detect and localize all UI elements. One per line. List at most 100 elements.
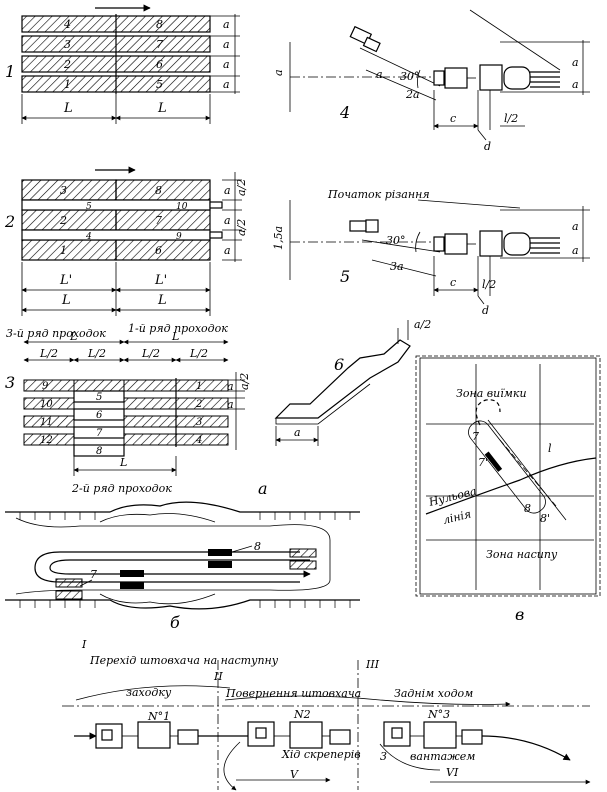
- dim-Lprime: L': [154, 273, 167, 288]
- unit-3: N°3: [427, 708, 450, 721]
- dim-c: c: [450, 112, 456, 125]
- stage-6: VІ: [446, 766, 459, 779]
- scheme-1: 1 4 3 2 1 8 7 6 5 a a a a L L: [5, 4, 240, 124]
- dim-L2: L/2: [141, 347, 160, 360]
- dim-a: a: [572, 56, 579, 69]
- move-label: Перехід штовхача на наступну: [89, 654, 279, 667]
- dim-l2: l/2: [482, 278, 496, 291]
- strip-label: 3: [64, 38, 71, 51]
- strip-label: 6: [96, 410, 103, 421]
- scraper-mark: [120, 570, 144, 577]
- scheme-number: 3: [5, 373, 15, 392]
- strip-label: 8: [156, 18, 163, 31]
- stage-1: І: [81, 638, 87, 651]
- dim-a: a: [224, 244, 231, 257]
- strip-label: 5: [156, 78, 163, 91]
- strip-label: 11: [40, 417, 53, 428]
- dim-L: L: [63, 101, 73, 116]
- dim-L2: L/2: [189, 347, 208, 360]
- dim-L: L: [157, 101, 167, 116]
- start-cut-label: Початок різання: [327, 188, 430, 201]
- scheme-number: 5: [340, 267, 350, 286]
- label-7: 7: [90, 568, 97, 581]
- dim-3a: 3a: [390, 260, 404, 273]
- dim-L: L: [157, 293, 167, 308]
- middle-column: [73, 379, 125, 457]
- gap-label: 10: [176, 202, 188, 212]
- reverse-label: Заднім ходом: [394, 687, 473, 700]
- scraper: [479, 230, 560, 257]
- dim-a: a: [572, 220, 579, 233]
- dim-d: d: [482, 304, 489, 317]
- dim-l: l: [548, 442, 552, 455]
- gap-label: 5: [86, 202, 92, 212]
- row-1-label: 1-й ряд проходок: [128, 322, 228, 335]
- stage-2: ІІ: [213, 670, 223, 683]
- dim-1-5a: 1,5a: [272, 226, 285, 250]
- strip-label: 7: [155, 214, 162, 227]
- strip-label: 7: [96, 428, 103, 439]
- scheme-5: Початок різання 5 1,5a 3a 30°: [272, 188, 590, 317]
- dim-a: a: [224, 184, 231, 197]
- panel-b-plan: 8 7 б: [5, 501, 360, 632]
- scraper-move-label: Хід скреперів: [281, 748, 361, 761]
- strip-label: 1: [60, 244, 67, 257]
- dim-Lprime: L': [59, 273, 72, 288]
- panel-a-caption: а: [258, 479, 268, 498]
- dim-a2: a/2: [235, 179, 248, 196]
- strip-label: 3: [60, 184, 67, 197]
- unit-1: N°1: [147, 710, 170, 723]
- strip-label: 1: [196, 381, 202, 392]
- scheme-4: 4 a a 2a 30° a a: [272, 9, 590, 153]
- panel-g-cycle: І Перехід штовхача на наступну заходку І…: [62, 638, 591, 791]
- fill-zone-label: Зона насипу: [486, 548, 558, 561]
- dozer-small: [349, 219, 379, 233]
- gap-label: 4: [85, 232, 92, 242]
- scraper-mark: [208, 561, 232, 568]
- scheme-number: 1: [5, 62, 15, 81]
- left-column: [23, 379, 75, 446]
- dim-a: a: [227, 398, 234, 411]
- angle-30: 30°: [386, 234, 406, 247]
- train-3: [383, 721, 483, 749]
- dim-a: a: [572, 78, 579, 91]
- dim-d: d: [484, 140, 491, 153]
- strip-label: 6: [155, 244, 162, 257]
- scheme-6-blade: 6 a/2 a: [274, 318, 431, 446]
- dim-a2: a/2: [235, 219, 248, 236]
- strip-label: 4: [63, 18, 71, 31]
- loaded-label: вантажем: [410, 750, 475, 763]
- dim-a: a: [272, 69, 285, 76]
- strip-label: 1: [64, 78, 71, 91]
- label-3: 3: [380, 750, 387, 763]
- scheme-2: 2 3 2 1 8 7 6 5 4 10 9 a a/2: [4, 166, 248, 316]
- row-3-label: 3-й ряд проходок: [6, 327, 106, 340]
- dim-L: L: [69, 330, 77, 343]
- dim-l2: l/2: [504, 112, 518, 125]
- strip-label: 4: [195, 435, 202, 446]
- dim-a: a: [223, 18, 230, 31]
- angle-30: 30°: [400, 70, 420, 83]
- dim-L: L: [119, 456, 127, 469]
- label-8prime: 8': [540, 512, 550, 525]
- excavation-zone-label: Зона виїмки: [456, 387, 527, 400]
- label-8: 8: [254, 540, 261, 553]
- train-2: [247, 721, 351, 749]
- dim-L2: L/2: [87, 347, 106, 360]
- strip-label: 7: [156, 38, 163, 51]
- dim-a: a: [294, 426, 301, 439]
- unit-2: N2: [293, 708, 311, 721]
- train-1: [95, 721, 199, 749]
- strip-label: 9: [42, 381, 49, 392]
- strip-label: 2: [63, 58, 71, 71]
- strip-label: 8: [155, 184, 162, 197]
- dim-a: a: [224, 214, 231, 227]
- strip-label: 3: [196, 417, 202, 428]
- label-7: 7: [472, 430, 479, 443]
- gap-label: 9: [176, 232, 182, 242]
- strip-label: 5: [96, 392, 102, 403]
- scraper-mark: [208, 549, 232, 556]
- dozer-small: [349, 25, 381, 53]
- right-column: [123, 378, 229, 447]
